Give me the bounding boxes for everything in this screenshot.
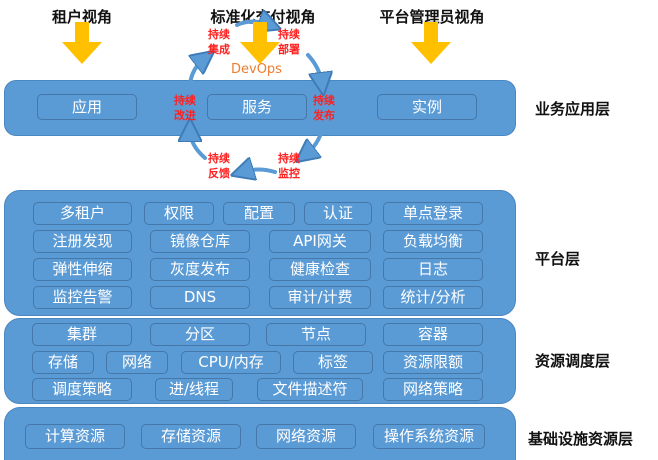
platform-item: 权限 [144, 202, 214, 225]
devops-step-feedback: 持续 反馈 [204, 151, 234, 181]
scheduling-item: 进/线程 [155, 378, 233, 401]
devops-step-line1: 持续 [174, 94, 196, 107]
platform-item: API网关 [269, 230, 371, 253]
business-layer-label: 业务应用层 [535, 100, 611, 118]
scheduling-item: 集群 [32, 323, 132, 346]
scheduling-item: 文件描述符 [257, 378, 363, 401]
infra-layer: 计算资源 存储资源 网络资源 操作系统资源 [4, 407, 516, 460]
platform-item: 认证 [304, 202, 372, 225]
platform-item: 健康检查 [269, 258, 371, 281]
platform-item: 弹性伸缩 [33, 258, 132, 281]
scheduling-layer-label: 资源调度层 [535, 352, 611, 370]
scheduling-item: 节点 [266, 323, 366, 346]
devops-step-improve: 持续 改进 [170, 93, 200, 123]
devops-cycle [0, 0, 658, 200]
scheduling-item: 分区 [150, 323, 250, 346]
platform-layer: 多租户 权限 配置 认证 单点登录 注册发现 镜像仓库 API网关 负载均衡 弹… [4, 190, 516, 316]
devops-step-line1: 持续 [208, 152, 230, 165]
cycle-arrow-release-monitor [305, 128, 324, 155]
cycle-arrow-integrate-deploy [235, 22, 270, 26]
infra-item: 存储资源 [141, 424, 241, 449]
platform-layer-label: 平台层 [535, 250, 581, 268]
cycle-arrow-deploy-release [306, 53, 322, 84]
infra-item: 计算资源 [25, 424, 125, 449]
business-item-app: 应用 [37, 94, 137, 120]
perspective-admin: 平台管理员视角 [379, 8, 485, 26]
devops-step-line1: 持续 [278, 152, 300, 165]
platform-item: 灰度发布 [150, 258, 250, 281]
infra-item: 网络资源 [256, 424, 356, 449]
devops-step-deploy: 持续 部署 [274, 27, 304, 57]
scheduling-layer: 集群 分区 节点 容器 存储 网络 CPU/内存 标签 资源限额 调度策略 进/… [4, 318, 516, 404]
scheduling-item: 容器 [383, 323, 483, 346]
cycle-arrow-feedback-improve [190, 130, 207, 160]
scheduling-item: 调度策略 [32, 378, 132, 401]
platform-item: 负载均衡 [383, 230, 483, 253]
platform-item: 镜像仓库 [150, 230, 250, 253]
scheduling-item: 标签 [293, 351, 373, 374]
devops-step-line1: 持续 [313, 94, 335, 107]
platform-item: 监控告警 [33, 286, 132, 309]
platform-item: 单点登录 [383, 202, 483, 225]
business-layer: 应用 服务 实例 [4, 80, 516, 136]
devops-step-line1: 持续 [278, 28, 300, 41]
business-item-service: 服务 [207, 94, 307, 120]
devops-step-integrate: 持续 集成 [204, 27, 234, 57]
platform-item: 统计/分析 [383, 286, 483, 309]
devops-title: DevOps [231, 62, 282, 77]
platform-item: 日志 [383, 258, 483, 281]
devops-step-line2: 反馈 [208, 167, 230, 180]
infra-item: 操作系统资源 [373, 424, 485, 449]
business-item-instance: 实例 [377, 94, 477, 120]
devops-step-line2: 部署 [278, 43, 300, 56]
scheduling-item: CPU/内存 [181, 351, 281, 374]
devops-step-line2: 改进 [174, 109, 196, 122]
infra-layer-label: 基础设施资源层 [528, 430, 634, 448]
cycle-arrow-improve-integrate [188, 58, 205, 86]
devops-step-line1: 持续 [208, 28, 230, 41]
scheduling-item: 存储 [32, 351, 94, 374]
scheduling-item: 网络策略 [383, 378, 483, 401]
devops-step-monitor: 持续 监控 [274, 151, 304, 181]
devops-step-line2: 发布 [313, 109, 335, 122]
platform-item: 审计/计费 [269, 286, 371, 309]
platform-item: 配置 [223, 202, 295, 225]
perspective-tenant: 租户视角 [51, 8, 113, 26]
devops-step-line2: 集成 [208, 43, 230, 56]
cycle-arrow-monitor-feedback [242, 170, 277, 173]
platform-item: 多租户 [33, 202, 132, 225]
devops-step-release: 持续 发布 [309, 93, 339, 123]
platform-item: DNS [150, 286, 250, 309]
platform-item: 注册发现 [33, 230, 132, 253]
scheduling-item: 网络 [106, 351, 168, 374]
devops-step-line2: 监控 [278, 167, 300, 180]
scheduling-item: 资源限额 [383, 351, 483, 374]
